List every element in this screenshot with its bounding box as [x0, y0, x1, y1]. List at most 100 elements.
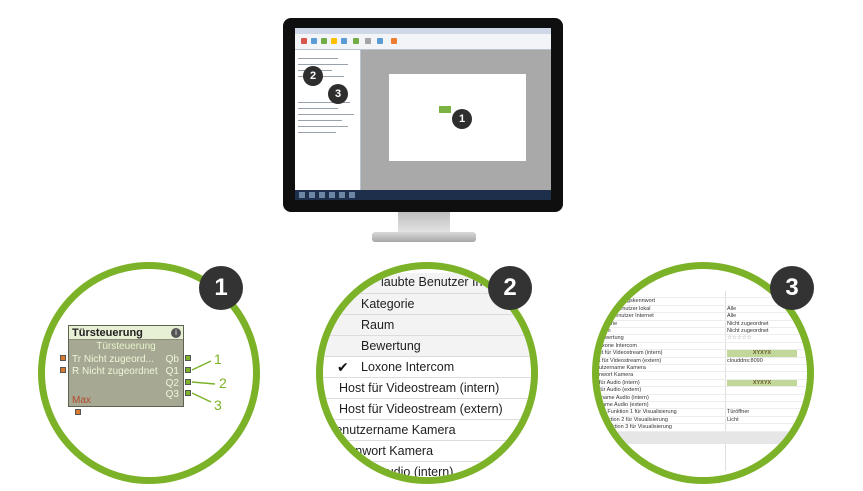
panel-line	[298, 114, 354, 115]
max-connector-icon[interactable]	[75, 409, 81, 415]
table-row[interactable]: nktion 2 für Visualisierung Licht	[599, 416, 807, 425]
panel-line	[298, 120, 342, 121]
block-title: Türsteuerung	[72, 327, 143, 339]
output-connector-icon[interactable]	[185, 379, 191, 385]
monitor-badge-3: 3	[328, 84, 348, 104]
table-row[interactable]: utzername Kamera	[599, 365, 807, 373]
input-r[interactable]: R Nicht zugeordnet	[72, 366, 158, 377]
property-row-host-intern[interactable]: Host für Videostream (intern)	[323, 378, 531, 399]
table-row[interactable]: nwort Kamera	[599, 372, 807, 380]
property-row-raum[interactable]: Raum	[323, 315, 531, 336]
output-qb[interactable]: Qb	[165, 354, 179, 365]
taskbar-icon[interactable]	[319, 192, 325, 198]
table-row[interactable]: für Audio (extern)	[599, 387, 807, 395]
step-badge-2: 2	[488, 266, 532, 310]
table-row[interactable]: t für Videostream (extern)clouddns:8090	[599, 358, 807, 365]
taskbar-icon[interactable]	[329, 192, 335, 198]
function-block-thumb[interactable]	[439, 106, 451, 113]
output-q1[interactable]: Q1	[165, 366, 179, 377]
property-row-camera-password[interactable]: Kennwort Kamera	[323, 441, 531, 462]
callout-line	[191, 360, 212, 371]
output-q2[interactable]: Q2	[165, 378, 179, 389]
property-label: Raum	[361, 318, 395, 332]
table-row[interactable]: oxone Intercom	[599, 343, 807, 351]
highlight-value[interactable]: XYXYX	[727, 379, 797, 387]
checkmark-icon[interactable]: ✔	[337, 359, 349, 375]
input-tr[interactable]: Tr Nicht zugeord...	[72, 354, 154, 365]
property-row-loxone-intercom[interactable]: ✔ Loxone Intercom	[323, 357, 531, 378]
panel-line	[298, 64, 348, 65]
row-key: rungskennwort	[619, 298, 656, 305]
info-icon[interactable]: i	[171, 328, 181, 338]
callout-line	[191, 392, 212, 403]
table-row[interactable]: e Benutzer Internet Alle	[599, 313, 807, 321]
row-value: Nicht zugeordnet	[727, 328, 769, 334]
property-row[interactable]: laubte Benutzer In	[323, 273, 531, 294]
row-key: für Audio (extern)	[599, 387, 642, 394]
step-badge-3: 3	[770, 266, 814, 310]
taskbar-icon[interactable]	[349, 192, 355, 198]
row-key: ewertung	[601, 335, 624, 342]
table-row[interactable]	[599, 291, 807, 299]
row-key: für Audio (intern)	[599, 379, 640, 386]
monitor	[283, 18, 563, 212]
function-block-door-control[interactable]: Türsteuerung i Türsteuerung Tr Nicht zug…	[68, 325, 184, 407]
output-connector-icon[interactable]	[185, 390, 191, 396]
row-key: um	[603, 328, 611, 334]
ribbon-toolbar	[295, 34, 551, 50]
monitor-badge-1: 1	[452, 109, 472, 129]
monitor-badge-2: 2	[303, 66, 323, 86]
monitor-neck	[398, 212, 450, 234]
row-key: nktion 2 für Visualisierung	[605, 416, 668, 423]
input-connector-icon[interactable]	[60, 367, 66, 373]
property-label: Loxone Intercom	[361, 360, 455, 374]
property-label: Benutzername Kamera	[327, 423, 456, 437]
property-label: Host für Videostream (extern)	[339, 402, 503, 416]
toolbar-icon	[301, 38, 307, 44]
taskbar	[295, 190, 551, 200]
output-connector-icon[interactable]	[185, 367, 191, 373]
property-row-host-extern[interactable]: Host für Videostream (extern)	[323, 399, 531, 420]
star-rating-icon[interactable]: ☆☆☆☆☆	[727, 335, 752, 342]
table-row[interactable]: um Nicht zugeordnet	[599, 328, 807, 336]
input-connector-icon[interactable]	[60, 355, 66, 361]
callout-lines	[191, 360, 216, 403]
table-row-rating[interactable]: ewertung ☆☆☆☆☆	[599, 335, 807, 343]
callout-number-1: 1	[214, 351, 222, 367]
property-label: für Audio (intern)	[361, 465, 454, 479]
row-key: name Audio (extern)	[599, 402, 649, 408]
table-row-audio-intern[interactable]: für Audio (intern) XYXYX	[599, 379, 807, 388]
step-badge-1: 1	[199, 266, 243, 310]
table-row[interactable]: rungskennwort	[599, 298, 807, 306]
output-connector-icon[interactable]	[185, 355, 191, 361]
row-key: er Funktion 1 für Visualisierung	[601, 409, 677, 416]
taskbar-icon[interactable]	[309, 192, 315, 198]
property-row-camera-user[interactable]: Benutzername Kamera	[323, 420, 531, 441]
table-row[interactable]: nktion 3 für Visualisierung	[599, 424, 807, 432]
start-icon[interactable]	[299, 192, 305, 198]
panel-line	[298, 58, 338, 59]
table-row-video-intern[interactable]: st für Videostream (intern)XYXYX	[599, 350, 807, 358]
callout-number-2: 2	[219, 375, 227, 391]
taskbar-icon[interactable]	[339, 192, 345, 198]
table-row[interactable]: rname Audio (intern)	[599, 395, 807, 402]
property-row-bewertung[interactable]: Bewertung	[323, 336, 531, 357]
row-key: utzername Kamera	[599, 365, 646, 371]
output-q3[interactable]: Q3	[165, 389, 179, 400]
property-label: laubte Benutzer In	[381, 275, 483, 289]
row-key: e Benutzer Internet	[607, 313, 654, 320]
table-row[interactable]: name Audio (extern)	[599, 402, 807, 410]
property-label: Kategorie	[361, 297, 415, 311]
toolbar-icon	[391, 38, 397, 44]
window-titlebar	[295, 28, 551, 34]
property-row-kategorie[interactable]: Kategorie	[323, 294, 531, 315]
panel-line	[298, 132, 336, 133]
property-row-audio-intern[interactable]: für Audio (intern)	[323, 462, 531, 479]
row-value: Alle	[727, 313, 737, 320]
row-value: Licht	[727, 416, 739, 423]
highlight-value[interactable]: XYXYX	[727, 350, 797, 357]
toolbar-icon	[331, 38, 337, 44]
